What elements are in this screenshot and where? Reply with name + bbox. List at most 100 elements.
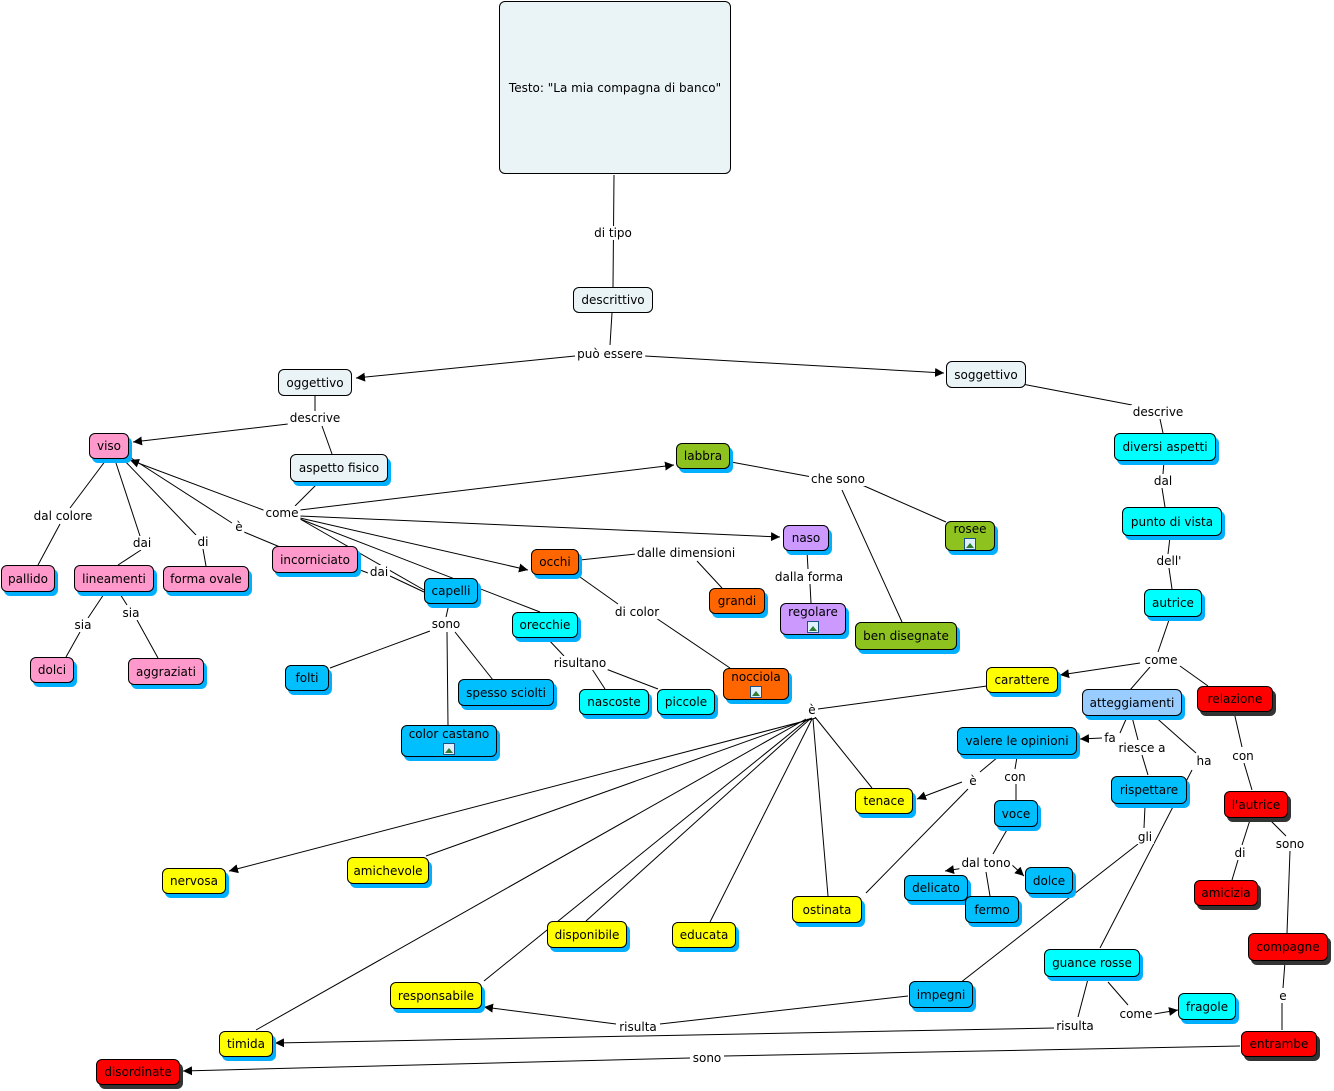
node-educata[interactable]: educata (672, 922, 736, 948)
link-che-sono: che sono (809, 472, 867, 486)
link-e-tenace: è (967, 774, 979, 788)
node-disponibile[interactable]: disponibile (547, 921, 627, 948)
node-occhi[interactable]: occhi (531, 549, 579, 575)
node-incorniciato[interactable]: incorniciato (272, 546, 358, 573)
node-valere-le-opinioni[interactable]: valere le opinioni (957, 727, 1077, 755)
node-viso[interactable]: viso (89, 433, 129, 459)
node-descrittivo[interactable]: descrittivo (573, 287, 653, 313)
link-con-voce: con (1002, 770, 1028, 784)
node-tenace[interactable]: tenace (855, 788, 913, 814)
link-gli: gli (1135, 830, 1155, 844)
node-piccole[interactable]: piccole (657, 689, 715, 715)
node-fragole[interactable]: fragole (1178, 993, 1236, 1020)
link-dell: dell' (1154, 554, 1184, 568)
link-dalla-forma: dalla forma (772, 570, 846, 584)
link-puo-essere: può essere (575, 347, 645, 361)
node-dolci[interactable]: dolci (30, 657, 74, 683)
node-atteggiamenti[interactable]: atteggiamenti (1082, 689, 1182, 716)
image-icon[interactable] (750, 686, 762, 698)
node-orecchie[interactable]: orecchie (512, 612, 578, 638)
link-descrive-soggettivo: descrive (1130, 405, 1186, 419)
node-aspetto-fisico[interactable]: aspetto fisico (290, 454, 388, 482)
node-capelli[interactable]: capelli (424, 578, 478, 604)
node-labbra[interactable]: labbra (676, 443, 730, 469)
link-descrive-oggettivo: descrive (287, 411, 343, 425)
node-regolare[interactable]: regolare (780, 603, 846, 635)
link-di-color: di color (612, 605, 662, 619)
node-nervosa[interactable]: nervosa (162, 868, 226, 894)
node-grandi[interactable]: grandi (709, 588, 765, 614)
link-e-incorniciato: è (233, 520, 245, 534)
image-icon[interactable] (964, 538, 976, 550)
link-di-forma: di (195, 535, 211, 549)
link-dai-lineamenti: dai (130, 536, 154, 550)
rosee-label: rosee (953, 522, 987, 536)
node-color-castano[interactable]: color castano (401, 725, 497, 757)
node-disordinate[interactable]: disordinate (96, 1059, 180, 1085)
node-folti[interactable]: folti (285, 665, 329, 691)
node-responsabile[interactable]: responsabile (390, 982, 482, 1009)
node-voce[interactable]: voce (994, 800, 1038, 827)
node-relazione[interactable]: relazione (1197, 686, 1273, 712)
color-castano-label: color castano (408, 727, 490, 741)
node-amicizia[interactable]: amicizia (1194, 880, 1258, 906)
link-fa: fa (1102, 731, 1118, 745)
link-sono-capelli: sono (429, 617, 463, 631)
node-naso[interactable]: naso (783, 525, 829, 551)
link-come-autrice: come (1142, 653, 1180, 667)
link-di-amicizia: di (1232, 846, 1248, 860)
node-nocciola[interactable]: nocciola (723, 668, 789, 700)
nocciola-label: nocciola (731, 670, 781, 684)
node-timida[interactable]: timida (219, 1031, 273, 1057)
node-ben-disegnate[interactable]: ben disegnate (855, 622, 957, 650)
node-rosee[interactable]: rosee (945, 521, 995, 551)
link-e-entrambe: e (1277, 989, 1289, 1003)
node-fermo[interactable]: fermo (965, 896, 1019, 923)
title-node[interactable]: Testo: "La mia compagna di banco" (499, 1, 731, 174)
node-diversi-aspetti[interactable]: diversi aspetti (1114, 433, 1216, 461)
link-e-carattere: è (806, 703, 818, 717)
node-dolce[interactable]: dolce (1025, 867, 1073, 894)
node-rispettare[interactable]: rispettare (1111, 776, 1187, 804)
link-risulta-guance: risulta (1054, 1019, 1096, 1033)
node-lineamenti[interactable]: lineamenti (74, 565, 154, 592)
node-soggettivo[interactable]: soggettivo (946, 361, 1026, 388)
link-dal: dal (1151, 474, 1175, 488)
node-pallido[interactable]: pallido (1, 565, 55, 592)
link-sono-compagne: sono (1273, 837, 1307, 851)
node-impegni[interactable]: impegni (909, 981, 973, 1008)
node-carattere[interactable]: carattere (986, 667, 1058, 693)
node-autrice[interactable]: autrice (1144, 589, 1202, 617)
node-amichevole[interactable]: amichevole (347, 857, 429, 884)
node-aggraziati[interactable]: aggraziati (128, 658, 204, 685)
node-oggettivo[interactable]: oggettivo (278, 369, 352, 396)
link-dai-capelli: dai (367, 565, 391, 579)
node-nascoste[interactable]: nascoste (579, 689, 649, 715)
link-dalle-dimensioni: dalle dimensioni (634, 546, 738, 560)
link-con-relazione: con (1230, 749, 1256, 763)
link-riesce-a: riesce a (1116, 741, 1168, 755)
link-sia-dolci: sia (72, 618, 94, 632)
node-delicato[interactable]: delicato (904, 875, 968, 901)
node-entrambe[interactable]: entrambe (1241, 1031, 1317, 1057)
node-spesso-sciolti[interactable]: spesso sciolti (458, 679, 554, 706)
link-come-fragole: come (1117, 1007, 1155, 1021)
link-dal-colore: dal colore (31, 509, 95, 523)
link-risultano: risultano (551, 656, 609, 670)
node-forma-ovale[interactable]: forma ovale (163, 566, 249, 592)
link-sia-aggraziati: sia (120, 606, 142, 620)
link-risulta-impegni: risulta (617, 1020, 659, 1034)
node-punto-di-vista[interactable]: punto di vista (1122, 507, 1222, 536)
node-lautrice[interactable]: l'autrice (1224, 791, 1288, 818)
title-text: Testo: "La mia compagna di banco" (508, 80, 722, 95)
node-ostinata[interactable]: ostinata (792, 896, 862, 923)
link-di-tipo: di tipo (592, 226, 634, 240)
node-compagne[interactable]: compagne (1248, 933, 1328, 961)
image-icon[interactable] (443, 743, 455, 755)
link-dal-tono: dal tono (959, 856, 1013, 870)
node-guance-rosse[interactable]: guance rosse (1044, 949, 1140, 977)
image-icon[interactable] (807, 621, 819, 633)
link-sono-disordinate: sono (690, 1051, 724, 1065)
regolare-label: regolare (788, 605, 838, 619)
